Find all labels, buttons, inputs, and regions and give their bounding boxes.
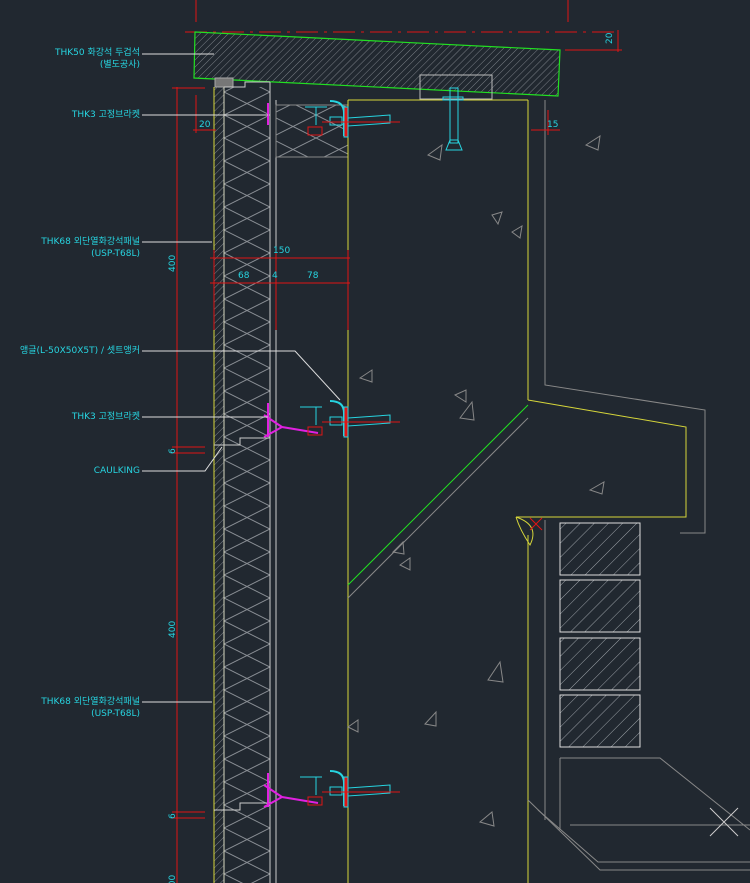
label-angle-anchor: 앵글(L-50X50X5T) / 셋트앵커: [19, 346, 140, 356]
bracket-assemblies: [263, 100, 400, 808]
stone-panel: [213, 81, 277, 883]
hatched-openings: [559, 522, 641, 748]
label-panel-bottom: THK68 외단열화강석패널 (USP-T68L): [41, 696, 140, 720]
concrete-wall: [347, 99, 750, 883]
label-panel-top-code: (USP-T68L): [91, 249, 140, 259]
top-insulation: [275, 104, 349, 158]
dim-panel-height-1: 400: [168, 255, 178, 272]
label-coping-stone-note: (별도공사): [99, 60, 140, 70]
label-caulking: CAULKING: [93, 466, 140, 476]
bracket-assembly: [263, 400, 400, 438]
coping-stone: [193, 31, 561, 97]
dim-joint-1: 6: [168, 448, 178, 454]
label-panel-bottom-code: (USP-T68L): [91, 709, 140, 719]
dim-panel-height-2: 400: [168, 621, 178, 638]
dim-coping-overhang: 15: [547, 120, 558, 130]
dim-joint-2: 6: [168, 813, 178, 819]
label-panel-top: THK68 외단열화강석패널 (USP-T68L): [41, 236, 140, 260]
dim-panel-offset: 20: [199, 120, 211, 130]
label-panel-bottom-text: THK68 외단열화강석패널: [41, 697, 140, 707]
dim-panel-height-3: 400: [168, 875, 178, 883]
dim-gap: 4: [272, 271, 278, 281]
left-dimension-lines: [172, 87, 560, 883]
label-bracket-mid: THK3 고정브라켓: [71, 412, 140, 422]
top-dimension-lines: [185, 0, 622, 52]
label-coping-stone: THK50 화강석 두겁석 (별도공사): [55, 47, 140, 71]
coping-support-block: [419, 74, 493, 100]
label-coping-stone-text: THK50 화강석 두겁석: [54, 48, 140, 58]
dim-air-space: 78: [307, 271, 319, 281]
aggregate-marks: [347, 134, 605, 827]
label-bracket-top: THK3 고정브라켓: [71, 110, 140, 120]
coping-shim: [214, 77, 234, 88]
dim-panel-depth: 68: [238, 271, 250, 281]
dim-coping-slope: 20: [605, 32, 615, 44]
leader-lines: [142, 53, 341, 703]
label-panel-top-text: THK68 외단열화강석패널: [41, 237, 140, 247]
dim-total-depth: 150: [273, 246, 290, 256]
bracket-assembly: [263, 770, 400, 808]
bracket-assembly: [267, 100, 400, 138]
anchor-bolt-top: [442, 87, 464, 151]
